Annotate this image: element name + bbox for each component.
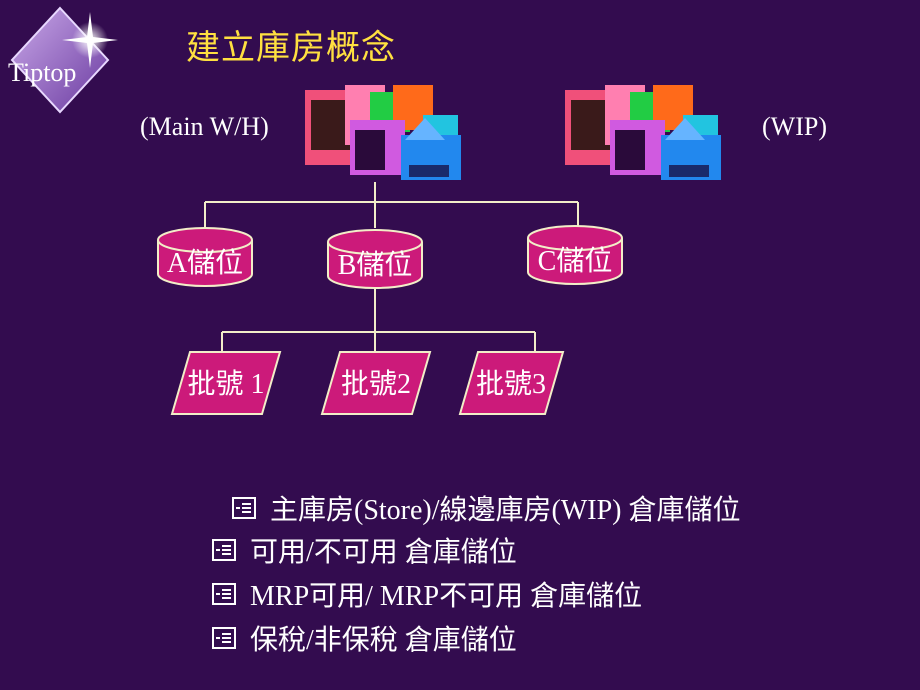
- bullet-text: 主庫房(Store)/線邊庫房(WIP) 倉庫儲位: [270, 495, 741, 526]
- lot-2-label: 批號2: [341, 368, 411, 400]
- location-b-cylinder: B儲位: [327, 229, 423, 289]
- lot-1-shape: 批號 1: [170, 351, 282, 415]
- location-c-cylinder: C儲位: [527, 225, 623, 285]
- main-warehouse-label: (Main W/H): [140, 112, 269, 141]
- tiptop-logo: [0, 0, 140, 120]
- lot-3-label: 批號3: [476, 368, 546, 400]
- bullet-note-icon: [212, 539, 236, 561]
- sparkle-diamond-icon: [10, 6, 118, 114]
- logo-text: Tiptop: [8, 58, 77, 87]
- bullet-item: 主庫房(Store)/線邊庫房(WIP) 倉庫儲位: [232, 488, 741, 528]
- location-a-label: A儲位: [167, 247, 243, 279]
- bullet-text: 可用/不可用 倉庫儲位: [250, 537, 517, 568]
- bullet-item: 可用/不可用 倉庫儲位: [212, 530, 517, 570]
- wip-warehouse-buildings-icon: [565, 85, 721, 180]
- bullet-note-icon: [212, 627, 236, 649]
- location-b-label: B儲位: [338, 249, 413, 281]
- bullet-note-icon: [212, 583, 236, 605]
- connector-lines: [204, 182, 579, 352]
- location-a-cylinder: A儲位: [157, 227, 253, 287]
- bullet-note-icon: [232, 497, 256, 519]
- lot-1-label: 批號 1: [187, 368, 264, 400]
- page-title: 建立庫房概念: [186, 30, 396, 67]
- lot-3-shape: 批號3: [458, 351, 565, 415]
- bullet-item: MRP可用/ MRP不可用 倉庫儲位: [212, 574, 642, 614]
- location-c-label: C儲位: [538, 245, 613, 277]
- lot-2-shape: 批號2: [320, 351, 432, 415]
- bullet-item: 保稅/非保稅 倉庫儲位: [212, 618, 517, 658]
- wip-warehouse-label: (WIP): [762, 112, 827, 141]
- bullet-text: 保稅/非保稅 倉庫儲位: [250, 625, 517, 656]
- main-warehouse-buildings-icon: [305, 85, 461, 180]
- bullet-text: MRP可用/ MRP不可用 倉庫儲位: [250, 581, 643, 612]
